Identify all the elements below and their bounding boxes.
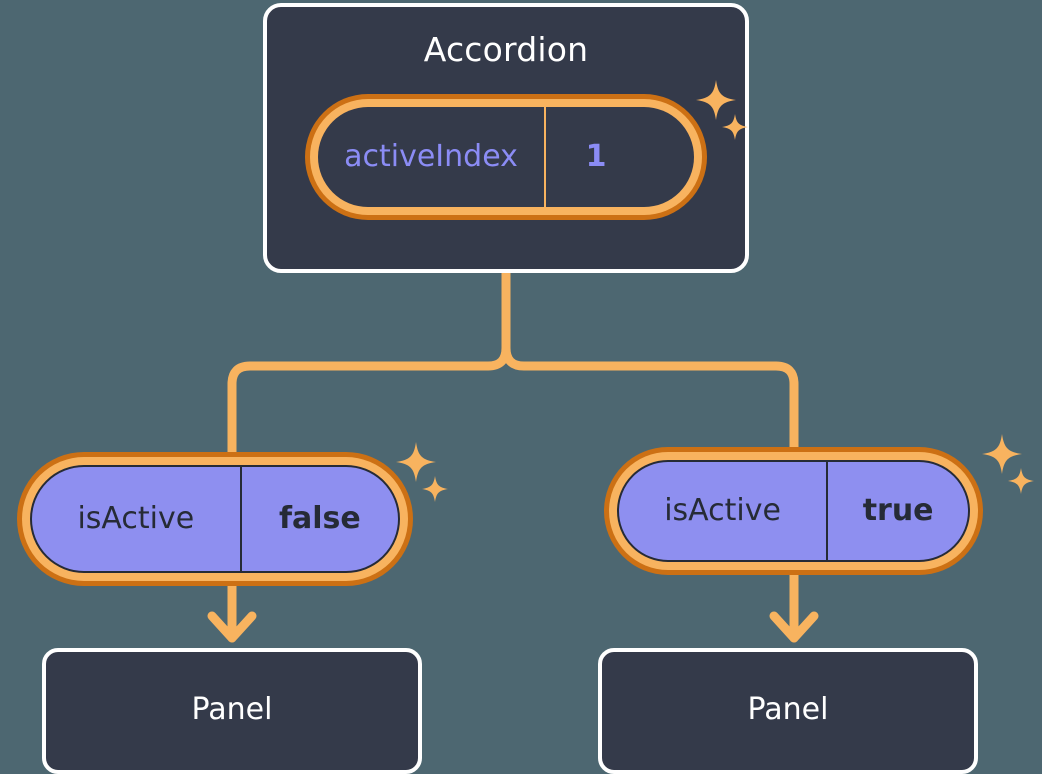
state-name-left: isActive (77, 501, 195, 536)
state-pill-body-left: isActive false (30, 465, 400, 573)
state-divider-right (826, 462, 829, 560)
hook-pill-body: activeIndex 1 (318, 107, 694, 207)
hook-pill-ring: activeIndex 1 (310, 99, 702, 215)
hook-divider (544, 107, 546, 207)
state-pill-ring-left: isActive false (22, 457, 408, 581)
panel-label-right: Panel (747, 692, 829, 727)
state-pill-right[interactable]: isActive true (604, 447, 983, 575)
component-title: Accordion (423, 30, 589, 69)
state-pill-body-right: isActive true (617, 460, 970, 562)
sparkle-icon (978, 432, 1034, 498)
hook-value: 1 (585, 139, 607, 174)
state-pill-ring-right: isActive true (609, 452, 978, 570)
state-value-right: true (862, 493, 934, 528)
arrow-left-head (207, 611, 257, 643)
state-pill-left[interactable]: isActive false (17, 452, 413, 586)
arrow-right-head (769, 611, 819, 643)
state-value-left: false (278, 501, 361, 536)
connector-branch-right (501, 343, 799, 452)
connector-branch-left (227, 343, 511, 457)
component-card-panel-left[interactable]: Panel (42, 648, 422, 774)
hook-pill-activeindex[interactable]: activeIndex 1 (305, 94, 707, 220)
state-divider-left (239, 467, 242, 571)
hook-name: activeIndex (344, 139, 518, 174)
panel-label-left: Panel (191, 692, 273, 727)
component-card-panel-right[interactable]: Panel (598, 648, 978, 774)
state-name-right: isActive (664, 493, 781, 528)
